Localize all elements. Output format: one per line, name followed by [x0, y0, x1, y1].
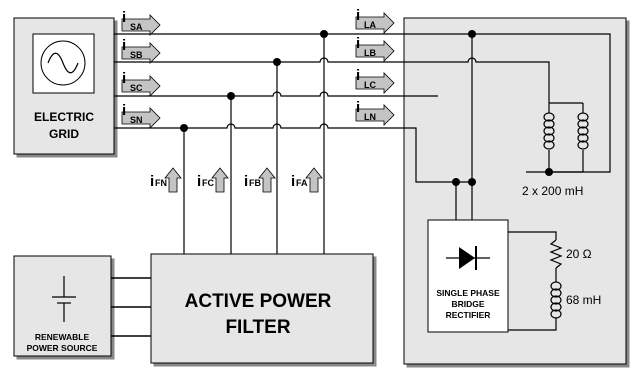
grid-label-1: ELECTRIC: [34, 110, 94, 124]
phase-b-wire: [114, 57, 550, 103]
svg-text:FB: FB: [249, 178, 261, 188]
grid-label-2: GRID: [49, 127, 79, 141]
renewable-source-box: [13, 255, 112, 357]
inductor-pair-icon: [543, 112, 589, 150]
arrow-right-icon: [121, 75, 161, 97]
svg-text:i: i: [356, 35, 360, 52]
rectifier-box: [427, 219, 509, 333]
rectifier-label-2: BRIDGE: [451, 299, 484, 309]
current-label-sb: i SB: [121, 37, 161, 64]
svg-text:SC: SC: [130, 83, 143, 93]
phase-c-wire: [114, 91, 438, 97]
resistor-label: 20 Ω: [566, 247, 592, 261]
current-label-sa: i SA: [121, 9, 161, 36]
arrow-up-icon: [211, 167, 229, 193]
svg-text:i: i: [122, 102, 126, 119]
svg-text:FA: FA: [296, 178, 308, 188]
sine-wave-icon: [47, 52, 79, 74]
arrow-up-icon: [305, 167, 323, 193]
diode-icon: [446, 246, 490, 270]
arrow-right-icon: [121, 107, 161, 129]
arrow-up-icon: [258, 167, 276, 193]
svg-text:i: i: [244, 173, 248, 190]
current-label-la: i LA: [355, 7, 395, 34]
arrow-up-icon: [164, 167, 182, 193]
filter-label-1: ACTIVE POWER: [185, 291, 332, 312]
svg-text:i: i: [356, 67, 360, 84]
resistor-icon: [549, 239, 563, 269]
phase-wires: [114, 33, 611, 331]
svg-text:FC: FC: [202, 178, 214, 188]
source-current-labels: i SA i SB i SC i SN: [121, 9, 161, 129]
svg-text:FN: FN: [155, 178, 167, 188]
inductor-pair-label: 2 x 200 mH: [522, 184, 583, 198]
rectifier-label-1: SINGLE PHASE: [436, 288, 500, 298]
current-label-ln: i LN: [355, 99, 395, 126]
arrow-right-icon: [121, 14, 161, 36]
svg-text:i: i: [197, 173, 201, 190]
active-power-filter-box: [150, 253, 374, 364]
svg-text:i: i: [122, 9, 126, 26]
svg-text:i: i: [356, 7, 360, 24]
junction-dots: [180, 30, 553, 186]
svg-text:i: i: [291, 173, 295, 190]
current-label-sn: i SN: [121, 102, 161, 129]
current-label-lc: i LC: [355, 67, 395, 94]
current-label-sc: i SC: [121, 70, 161, 97]
arrow-right-icon: [355, 72, 395, 94]
svg-text:LC: LC: [364, 80, 376, 90]
svg-text:SA: SA: [130, 22, 143, 32]
series-inductor-label: 68 mH: [566, 293, 601, 307]
arrow-right-icon: [355, 104, 395, 126]
current-label-fa: i FA: [291, 167, 323, 193]
svg-text:i: i: [150, 173, 154, 190]
svg-text:SN: SN: [130, 115, 143, 125]
rectifier-label-3: RECTIFIER: [446, 310, 491, 320]
filter-label-2: FILTER: [225, 317, 290, 338]
arrow-right-icon: [121, 42, 161, 64]
arrow-right-icon: [355, 40, 395, 62]
svg-text:LN: LN: [364, 112, 376, 122]
svg-text:i: i: [356, 99, 360, 116]
source-label-2: POWER SOURCE: [27, 343, 98, 353]
filter-current-labels: i FN i FC i FB i FA: [150, 167, 323, 193]
arrow-right-icon: [355, 12, 395, 34]
source-label-1: RENEWABLE: [35, 332, 90, 342]
battery-icon: [52, 276, 76, 322]
load-current-labels: i LA i LB i LC i LN: [355, 7, 395, 126]
svg-text:i: i: [122, 37, 126, 54]
current-label-lb: i LB: [355, 35, 395, 62]
series-inductor-icon: [550, 281, 562, 319]
svg-text:LB: LB: [364, 48, 376, 58]
current-label-fn: i FN: [150, 167, 182, 193]
svg-text:SB: SB: [130, 50, 143, 60]
current-label-fb: i FB: [244, 167, 276, 193]
current-label-fc: i FC: [197, 167, 229, 193]
dc-link-wires: [111, 277, 151, 337]
rectifier-dc-wire: [508, 231, 557, 240]
svg-text:i: i: [122, 70, 126, 87]
svg-text:LA: LA: [364, 20, 376, 30]
